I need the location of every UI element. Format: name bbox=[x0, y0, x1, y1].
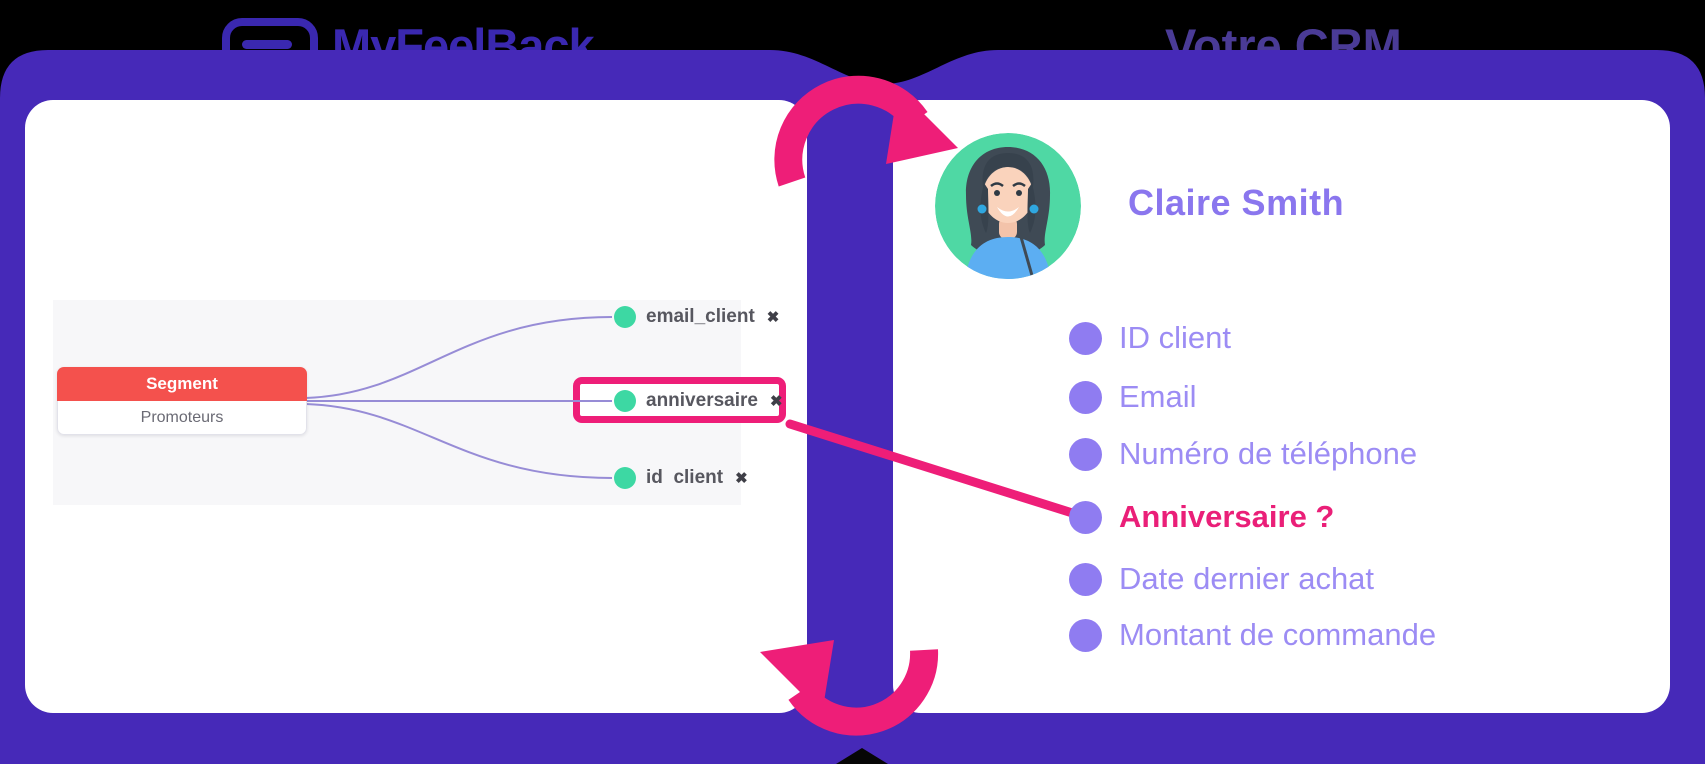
attribute-row-dernier-achat: Date dernier achat bbox=[1069, 561, 1374, 597]
field-row-anniversaire[interactable]: anniversaire ✖ bbox=[614, 390, 783, 412]
attribute-label: Email bbox=[1119, 379, 1197, 414]
contact-name: Claire Smith bbox=[1128, 182, 1345, 223]
field-node-dot bbox=[614, 306, 636, 328]
bullet-icon bbox=[1069, 380, 1102, 414]
attribute-label: Montant de commande bbox=[1119, 617, 1437, 652]
bullet-icon bbox=[1069, 321, 1102, 355]
attribute-label: Anniversaire ? bbox=[1119, 499, 1335, 534]
attribute-row-telephone: Numéro de téléphone bbox=[1069, 436, 1417, 472]
field-node-dot bbox=[614, 390, 636, 412]
mapping-connector-line bbox=[785, 419, 1090, 522]
field-label: id client bbox=[646, 467, 724, 488]
sync-arrow-top-icon bbox=[774, 75, 958, 187]
field-label: anniversaire bbox=[646, 390, 758, 411]
segment-card[interactable]: Segment Promoteurs bbox=[57, 367, 307, 435]
sync-arrow-bottom-icon bbox=[760, 640, 939, 736]
right-card bbox=[893, 100, 1670, 713]
field-row-id-client[interactable]: id client ✖ bbox=[614, 467, 748, 489]
attribute-label: ID client bbox=[1119, 320, 1231, 355]
field-node-dot bbox=[614, 467, 636, 489]
avatar bbox=[935, 133, 1081, 279]
attribute-row-montant-commande: Montant de commande bbox=[1069, 617, 1436, 653]
bullet-icon bbox=[1069, 437, 1102, 471]
bullet-icon bbox=[1069, 500, 1102, 534]
segment-card-title: Segment bbox=[57, 367, 307, 401]
bullet-icon bbox=[1069, 618, 1102, 652]
attribute-label: Date dernier achat bbox=[1119, 561, 1375, 596]
segment-card-value: Promoteurs bbox=[57, 401, 307, 435]
attribute-label: Numéro de téléphone bbox=[1119, 436, 1418, 471]
field-label: email_client bbox=[646, 306, 755, 327]
field-row-email-client[interactable]: email_client ✖ bbox=[614, 306, 779, 328]
remove-icon[interactable]: ✖ bbox=[769, 392, 783, 410]
avatar-illustration bbox=[935, 133, 1081, 279]
attribute-row-id-client: ID client bbox=[1069, 320, 1231, 356]
remove-icon[interactable]: ✖ bbox=[766, 308, 780, 326]
attribute-row-anniversaire: Anniversaire ? bbox=[1069, 499, 1334, 535]
attribute-row-email: Email bbox=[1069, 379, 1197, 415]
remove-icon[interactable]: ✖ bbox=[735, 469, 748, 487]
bullet-icon bbox=[1069, 562, 1102, 596]
cursor-triangle bbox=[836, 748, 888, 764]
